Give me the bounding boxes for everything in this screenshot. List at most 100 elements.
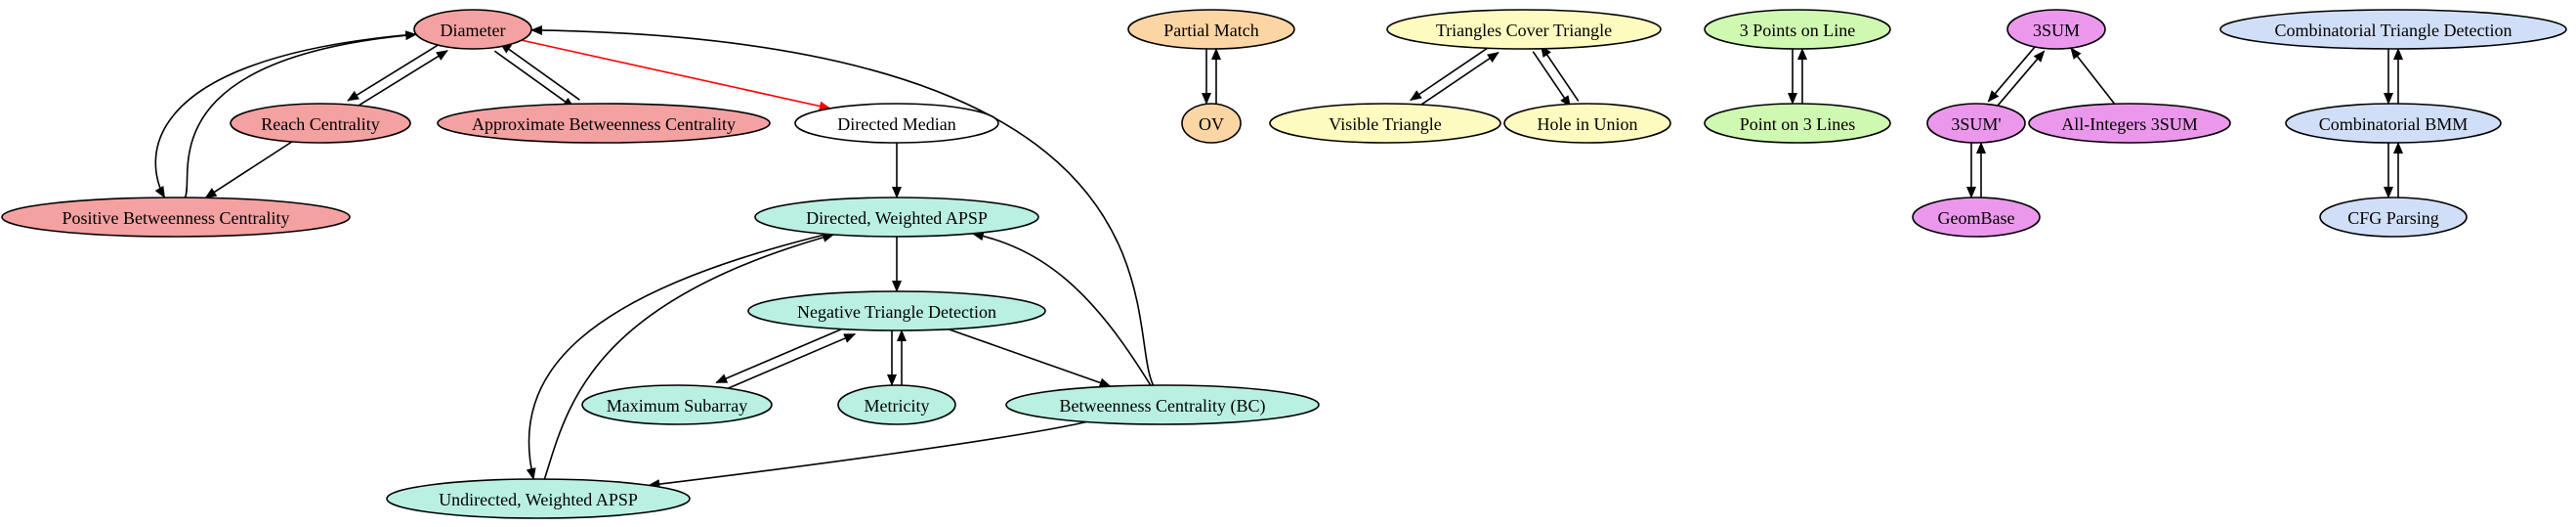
node-sum3p[interactable]: 3SUM': [1926, 103, 2026, 144]
node-pts-line[interactable]: 3 Points on Line: [1704, 9, 1891, 50]
edge-line: [184, 30, 418, 198]
node-label: OV: [1199, 114, 1224, 134]
node-cfg[interactable]: CFG Parsing: [2319, 197, 2468, 238]
edge-pos_bc-to-diameter: [184, 30, 418, 198]
edge-line: [1540, 45, 1580, 102]
edge-line: [648, 420, 1087, 490]
node-shape: [1704, 9, 1891, 50]
node-neg-tri[interactable]: Negative Triangle Detection: [747, 290, 1046, 331]
node-diameter[interactable]: Diameter: [413, 9, 532, 50]
edge-neg_tri-to-max_sub: [715, 324, 852, 384]
edge-bc-to-diameter: [530, 24, 1155, 386]
node-comb-tri[interactable]: Combinatorial Triangle Detection: [2219, 9, 2567, 50]
node-allint[interactable]: All-Integers 3SUM: [2028, 103, 2231, 144]
edge-reach-to-diameter: [352, 50, 448, 110]
edge-diameter-to-approx_bc: [493, 50, 575, 109]
node-label: Visible Triangle: [1329, 114, 1441, 134]
edge-line: [347, 41, 443, 102]
edge-dir_apsp-to-undir_apsp: [526, 233, 828, 480]
edge-diameter-to-pos_bc: [154, 33, 416, 198]
node-label: Betweenness Centrality (BC): [1060, 396, 1266, 417]
node-label: 3SUM': [1951, 114, 2001, 134]
edge-line: [493, 50, 575, 109]
edge-line: [1532, 51, 1572, 108]
node-reach[interactable]: Reach Centrality: [230, 103, 411, 144]
edge-neg_tri-to-bc: [948, 328, 1112, 388]
node-dir-apsp[interactable]: Directed, Weighted APSP: [754, 197, 1039, 238]
edge-line: [971, 231, 1152, 386]
node-label: Undirected, Weighted APSP: [439, 490, 638, 509]
edge-diameter-to-dir_median: [521, 39, 831, 111]
node-pt-lines[interactable]: Point on 3 Lines: [1704, 103, 1891, 144]
node-shape: [1005, 384, 1320, 425]
edge-line: [526, 233, 828, 480]
node-label: Reach Centrality: [261, 114, 379, 134]
edge-line: [204, 141, 293, 198]
edge-hole_union-to-tri_cover: [1540, 45, 1580, 102]
edge-diameter-to-reach: [347, 41, 443, 102]
node-undir-apsp[interactable]: Undirected, Weighted APSP: [386, 478, 691, 519]
edge-bc-to-undir_apsp: [648, 420, 1087, 490]
edge-line: [499, 42, 580, 101]
edge-line: [1995, 50, 2046, 109]
node-label: Combinatorial BMM: [2319, 114, 2469, 134]
node-tri-cover[interactable]: Triangles Cover Triangle: [1386, 9, 1662, 50]
node-vis-tri[interactable]: Visible Triangle: [1269, 103, 1501, 144]
node-label: All-Integers 3SUM: [2061, 114, 2197, 134]
node-shape: [747, 290, 1046, 331]
node-shape: [1503, 103, 1671, 144]
node-shape: [1386, 9, 1662, 50]
node-ov[interactable]: OV: [1181, 103, 1242, 144]
edge-sum3-to-sum3p: [1987, 44, 2038, 103]
node-shape: [1704, 103, 1891, 144]
node-shape: [386, 478, 691, 519]
node-label: Maximum Subarray: [607, 396, 747, 416]
node-dir-median[interactable]: Directed Median: [794, 103, 999, 144]
edge-allint-to-sum3: [2070, 47, 2116, 105]
node-sum3[interactable]: 3SUM: [2006, 9, 2106, 50]
node-label: Directed Median: [837, 114, 955, 134]
edge-line: [715, 324, 852, 384]
node-label: Approximate Betweenness Centrality: [472, 114, 736, 134]
node-label: 3 Points on Line: [1740, 21, 1856, 40]
node-shape: [1127, 9, 1295, 50]
node-shape: [1269, 103, 1501, 144]
node-shape: [1, 197, 351, 238]
edge-reach-to-pos_bc: [204, 141, 293, 198]
edge-tri_cover-to-hole_union: [1532, 51, 1572, 108]
node-shape: [581, 384, 773, 425]
edge-line: [948, 328, 1112, 388]
node-shape: [1926, 103, 2026, 144]
edge-tri_cover-to-vis_tri: [1410, 43, 1494, 102]
node-pos-bc[interactable]: Positive Betweenness Centrality: [1, 197, 351, 238]
node-metricity[interactable]: Metricity: [837, 384, 956, 425]
node-max-sub[interactable]: Maximum Subarray: [581, 384, 773, 425]
edge-vis_tri-to-tri_cover: [1415, 52, 1499, 110]
node-shape: [2219, 9, 2567, 50]
edge-line: [1410, 43, 1494, 102]
node-label: 3SUM: [2033, 21, 2080, 40]
edge-sum3p-to-sum3: [1995, 50, 2046, 109]
edge-line: [2070, 47, 2116, 105]
edge-line: [530, 24, 1155, 386]
edge-line: [1415, 52, 1499, 110]
node-label: Combinatorial Triangle Detection: [2275, 21, 2513, 40]
edge-undir_apsp-to-dir_apsp: [543, 233, 835, 480]
node-hole-union[interactable]: Hole in Union: [1503, 103, 1671, 144]
node-shape: [2006, 9, 2106, 50]
node-shape: [2028, 103, 2231, 144]
node-label: Hole in Union: [1538, 114, 1638, 134]
node-approx-bc[interactable]: Approximate Betweenness Centrality: [437, 103, 771, 144]
node-shape: [413, 9, 532, 50]
node-comb-bmm[interactable]: Combinatorial BMM: [2285, 103, 2502, 144]
node-label: Triangles Cover Triangle: [1436, 21, 1612, 40]
node-partial-match[interactable]: Partial Match: [1127, 9, 1295, 50]
edge-line: [352, 50, 448, 110]
node-bc[interactable]: Betweenness Centrality (BC): [1005, 384, 1320, 425]
node-geombase[interactable]: GeomBase: [1912, 197, 2041, 238]
edge-approx_bc-to-diameter: [499, 42, 580, 101]
node-shape: [754, 197, 1039, 238]
node-shape: [230, 103, 411, 144]
